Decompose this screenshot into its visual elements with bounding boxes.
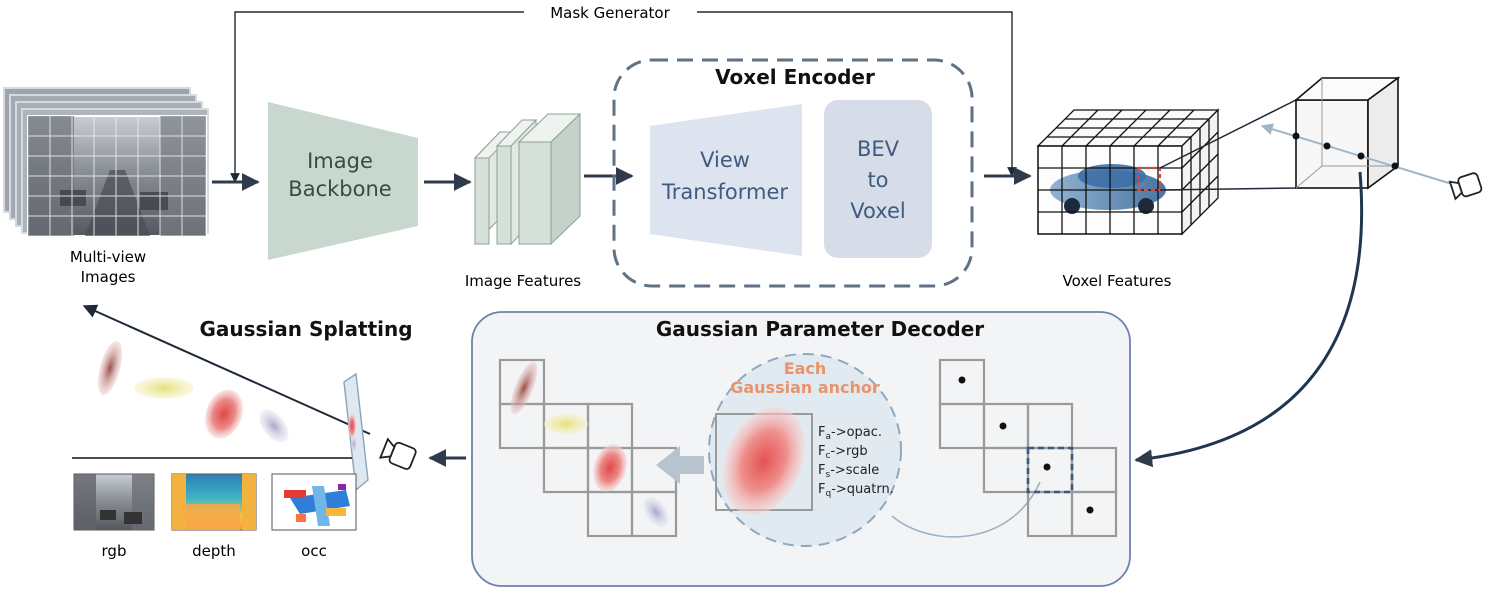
bev-label-line3: Voxel [850, 199, 905, 223]
image-features-label: Image Features [465, 272, 581, 290]
zoom-line-bottom [1159, 187, 1297, 191]
gaussian-anchor-detail: Each Gaussian anchor Fa->opac. Fc->rgb F… [708, 353, 902, 547]
image-features: Image Features [465, 112, 582, 290]
anchor-connector [891, 481, 1041, 538]
anchor-title-line1: Each [784, 359, 827, 378]
multi-view-label-line2: Images [81, 268, 136, 286]
zoom-line-top [1159, 99, 1297, 169]
anchor-gaussian [722, 407, 806, 515]
view-transformer: View Transformer [650, 104, 802, 256]
voxel-features-label: Voxel Features [1063, 272, 1172, 290]
gaussian-parameter-decoder: Gaussian Parameter Decoder Each Gaussian… [471, 311, 1131, 587]
splat-gaussian-red [205, 389, 243, 439]
gaussian-params: Fa->opac. Fc->rgb Fs->scale Fq->quatrn. [818, 425, 894, 499]
enlarged-voxel [1293, 76, 1401, 190]
param-quaternion: Fq->quatrn. [818, 482, 894, 499]
multi-view-label-line1: Multi-view [70, 248, 146, 266]
render-depth-label: depth [192, 542, 236, 560]
render-depth: depth [171, 473, 257, 560]
view-transformer-label-line2: Transformer [661, 180, 788, 204]
anchor-points [958, 376, 1094, 514]
view-transformer-label-line1: View [700, 148, 750, 172]
arrow-voxel-to-decoder [1134, 171, 1364, 468]
front-image [27, 115, 207, 237]
gaussian-red [593, 444, 627, 492]
splat-camera-icon [378, 437, 417, 470]
render-rgb-label: rgb [102, 542, 127, 560]
splat-gaussian-brown [97, 340, 123, 396]
voxel-encoder-title: Voxel Encoder [715, 65, 875, 89]
render-occ: occ [271, 473, 357, 560]
splatting-projection-arrow [82, 304, 371, 435]
bev-label-line1: BEV [857, 137, 900, 161]
image-backbone-label-line1: Image [307, 149, 373, 173]
multi-view-images: Multi-view Images [3, 87, 209, 286]
bev-label-line2: to [867, 168, 888, 192]
highlighted-voxel [1136, 166, 1162, 192]
ray-sample-points [1292, 132, 1399, 170]
param-scale: Fs->scale [818, 463, 879, 480]
mask-generator-label: Mask Generator [550, 4, 670, 22]
camera-icon [1448, 172, 1483, 201]
voxel-features: Voxel Features [1036, 108, 1220, 290]
decoder-title: Gaussian Parameter Decoder [656, 317, 984, 341]
feature-map-3 [517, 112, 582, 246]
image-plane [343, 372, 369, 492]
gaussian-splatting-title: Gaussian Splatting [199, 317, 412, 341]
mask-generator-connector: Mask Generator [230, 4, 1017, 183]
gaussian-lavender [643, 496, 669, 528]
splat-gaussian-yellow [134, 377, 194, 399]
gaussian-splatting: Gaussian Splatting rgb depth [72, 304, 417, 560]
splat-gaussian-lavender [259, 409, 289, 443]
param-opacity: Fa->opac. [818, 425, 882, 442]
param-rgb: Fc->rgb [818, 444, 868, 461]
image-backbone-label-line2: Backbone [288, 177, 391, 201]
decoder-arrow-left [656, 446, 704, 484]
voxel-encoder: Voxel Encoder View Transformer BEV to Vo… [612, 58, 974, 288]
gaussian-yellow [544, 414, 588, 434]
render-occ-label: occ [301, 542, 327, 560]
bev-to-voxel: BEV to Voxel [824, 100, 932, 258]
image-backbone: Image Backbone [268, 102, 418, 260]
gaussian-brown [510, 361, 538, 415]
selected-anchor-cell [1026, 446, 1074, 494]
render-rgb: rgb [73, 473, 155, 560]
anchor-title-line2: Gaussian anchor [730, 378, 880, 397]
